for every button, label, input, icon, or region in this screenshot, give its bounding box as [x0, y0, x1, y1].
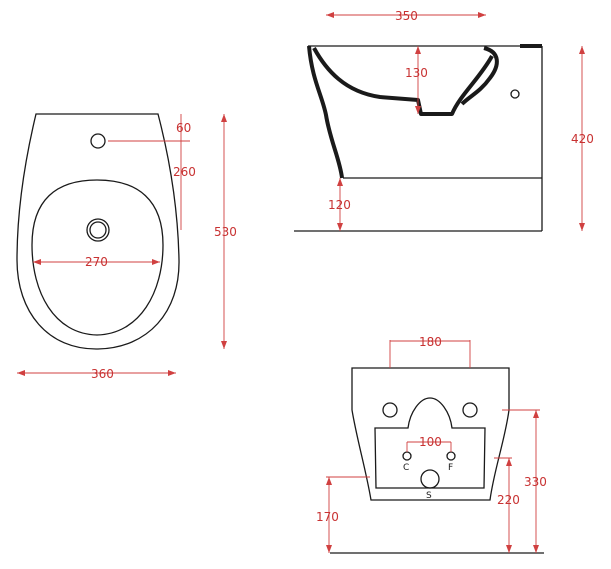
dim-base-height-label: 120 [328, 198, 351, 212]
fixing-hole-right [462, 402, 478, 418]
top-view-bowl [31, 179, 164, 336]
dim-height-label: 420 [571, 132, 594, 146]
side-rim-cap [520, 44, 542, 48]
dim-tap-offset-label: 60 [176, 121, 191, 135]
dim-outer-height: 330 [502, 409, 547, 553]
dim-outer-height-label: 330 [524, 475, 547, 489]
dim-inner-width-label: 270 [85, 255, 108, 269]
dim-supply-spacing: 100 [406, 435, 452, 452]
side-bowl-profile [312, 47, 494, 116]
dim-inner-width: 270 [33, 255, 160, 269]
supply-cold [402, 451, 412, 461]
dim-height: 420 [571, 46, 594, 231]
dim-bowl-depth: 130 [405, 46, 428, 114]
dim-bowl-depth-label: 130 [405, 66, 428, 80]
dim-tap-offset: 60 [108, 114, 191, 142]
rear-drain [420, 469, 440, 489]
label-cold: C [403, 463, 409, 473]
tap-hole [90, 133, 106, 149]
dim-drain-height-label: 220 [497, 493, 520, 507]
side-view: 350 130 420 120 [294, 9, 594, 232]
rear-inner-outline [374, 397, 486, 489]
label-drain: S [426, 491, 432, 501]
dim-width-label: 360 [91, 367, 114, 381]
supply-hot [446, 451, 456, 461]
dim-width: 360 [17, 367, 176, 381]
side-front-profile [307, 45, 344, 179]
dim-bowl-to-tap-label: 260 [173, 165, 196, 179]
dim-depth: 530 [214, 114, 237, 349]
dim-depth-label: 530 [214, 225, 237, 239]
dim-floor-height-label: 170 [316, 510, 339, 524]
drain-hole-inner [89, 221, 107, 239]
rear-outline [351, 367, 510, 501]
dim-base-height: 120 [328, 178, 351, 231]
top-view: 60 260 530 270 360 [16, 113, 237, 381]
dim-length-label: 350 [395, 9, 418, 23]
dim-drain-height: 220 [494, 457, 520, 553]
fixing-hole-left [382, 402, 398, 418]
label-hot: F [448, 463, 453, 473]
rear-view: C F S 180 100 330 [316, 335, 547, 554]
dim-supply-spacing-label: 100 [419, 435, 442, 449]
dim-fixing-spacing-label: 180 [419, 335, 442, 349]
drain-hole [86, 218, 110, 242]
side-fixing-hole [510, 89, 520, 99]
side-rear-lip [460, 46, 499, 106]
dim-floor-height: 170 [316, 476, 370, 553]
dim-bowl-to-tap: 260 [173, 141, 196, 230]
dim-fixing-spacing: 180 [389, 335, 471, 368]
top-view-outline [16, 113, 180, 350]
dim-length: 350 [326, 9, 486, 23]
